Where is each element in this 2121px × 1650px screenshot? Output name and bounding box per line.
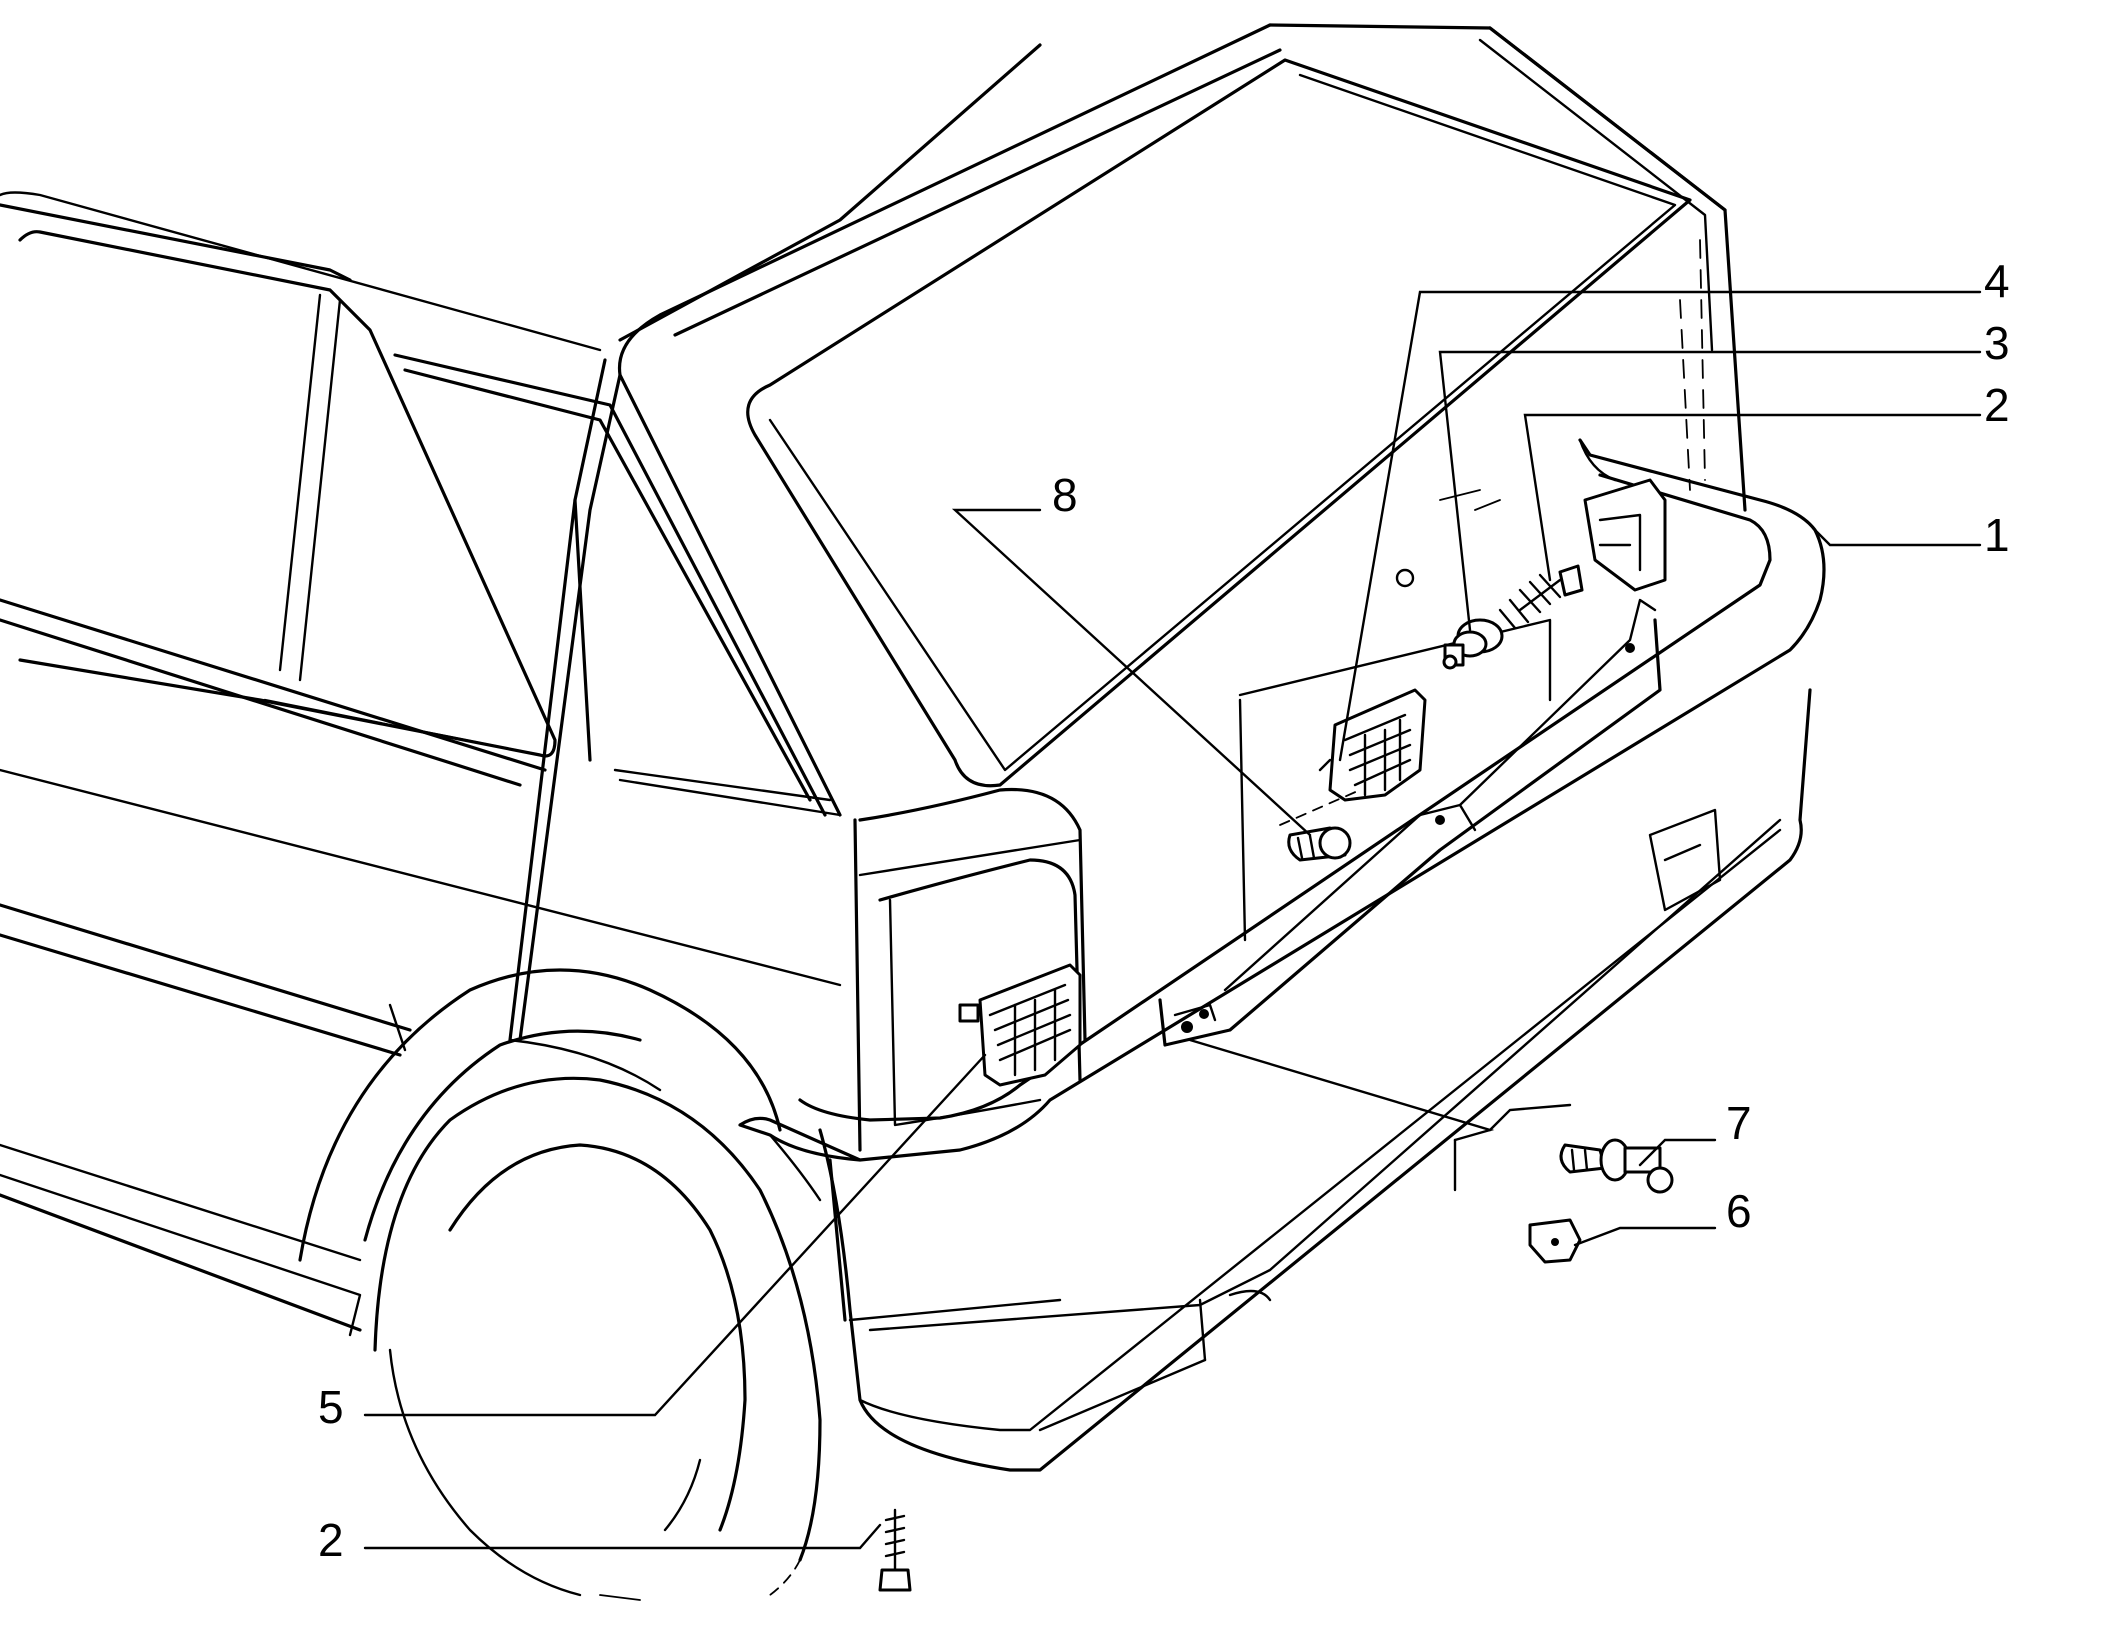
callout-7: 7 <box>1726 1097 1752 1149</box>
grille-vent-part-4 <box>1318 688 1427 802</box>
callout-2-lower: 2 <box>318 1514 344 1566</box>
callout-2-upper: 2 <box>1984 379 2010 431</box>
callout-1: 1 <box>1984 509 2010 561</box>
push-clip-part-3 <box>1442 618 1504 670</box>
screw-part-2-lower <box>878 1508 912 1592</box>
screw-part-2-upper <box>1498 564 1584 630</box>
push-rivet-part-7 <box>1559 1138 1674 1194</box>
leader-lines <box>363 290 1982 1550</box>
car-body-outline <box>0 23 1747 1601</box>
callout-5: 5 <box>318 1381 344 1433</box>
callout-3: 3 <box>1984 317 2010 369</box>
plug-part-8 <box>1279 789 1361 862</box>
rear-bumper <box>738 438 1826 1472</box>
grille-vent-part-5 <box>958 963 1082 1087</box>
callout-6: 6 <box>1726 1185 1752 1237</box>
callout-4: 4 <box>1984 255 2010 307</box>
callout-8: 8 <box>1052 469 1078 521</box>
clip-nut-part-6 <box>1528 1218 1582 1264</box>
